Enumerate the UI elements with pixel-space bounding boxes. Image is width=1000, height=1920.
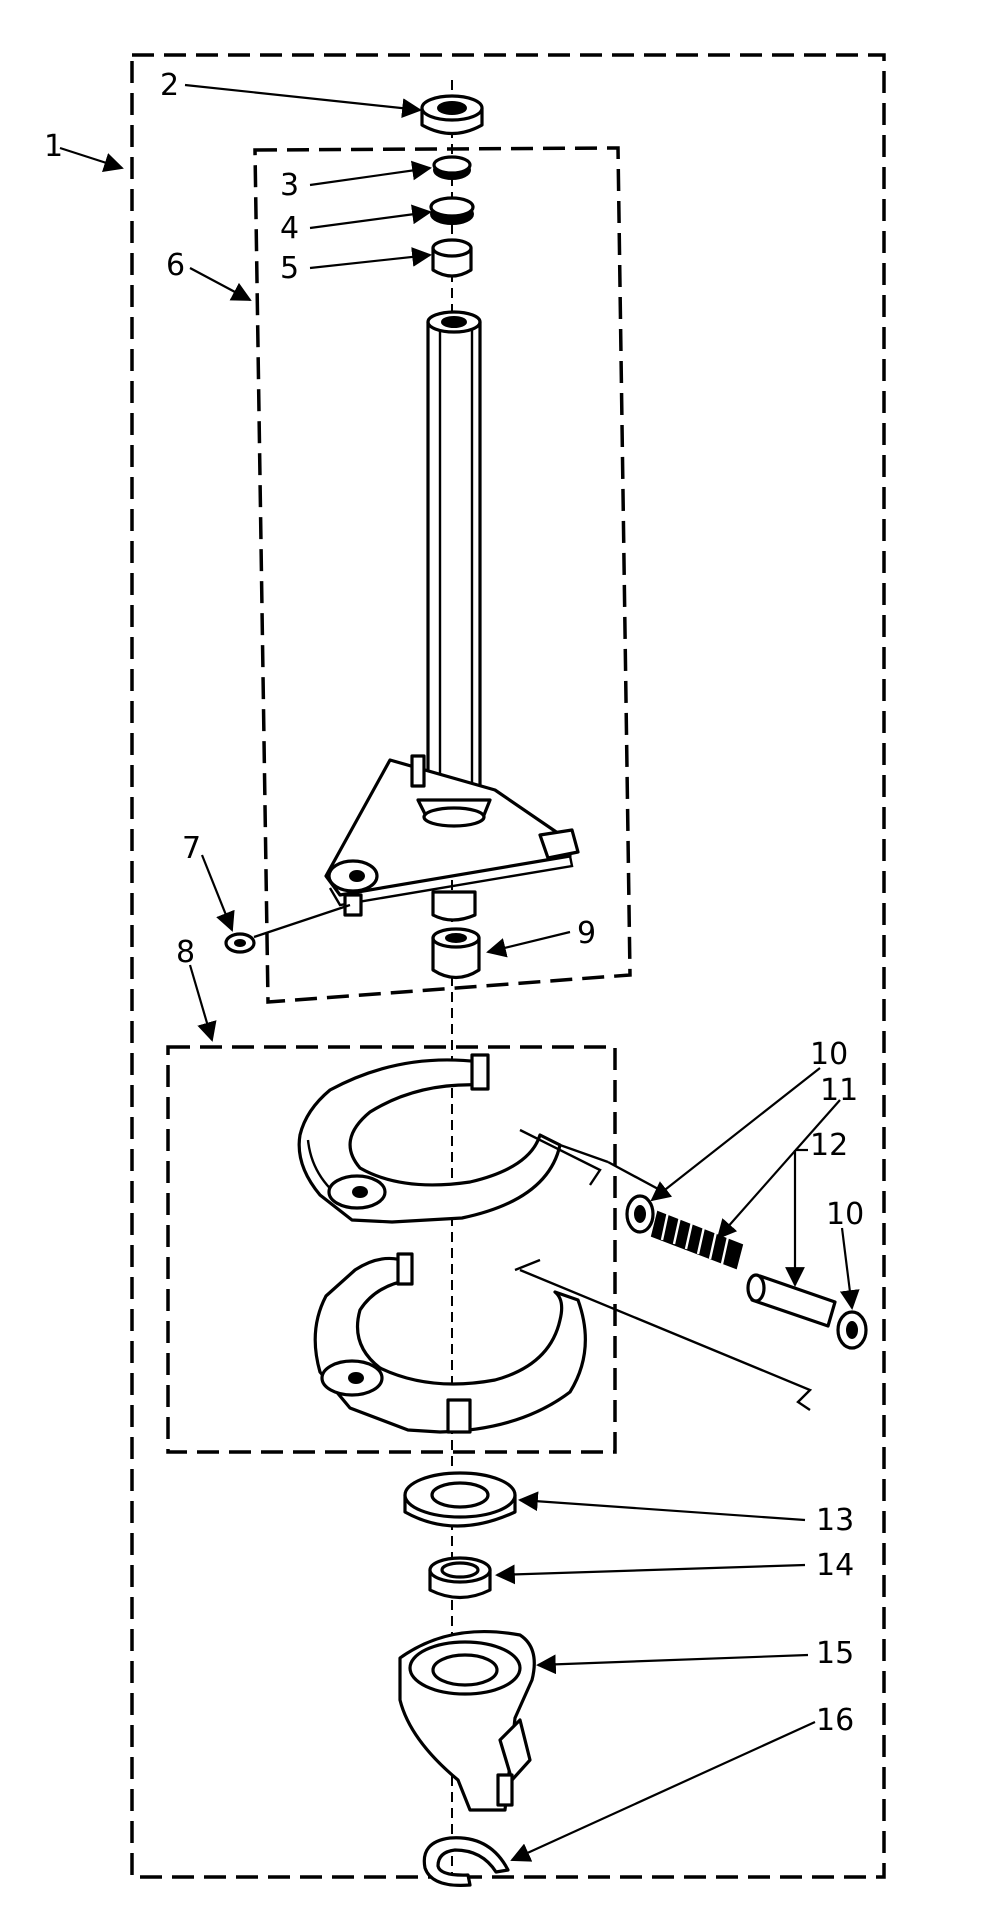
drive-shaft-tube xyxy=(426,310,482,819)
brake-shoe-lower xyxy=(313,1252,813,1434)
callout-10-bottom: 10 xyxy=(826,1197,864,1232)
spring-pin-assembly xyxy=(559,1143,868,1350)
part-13-flange xyxy=(403,1471,517,1528)
callout-14: 14 xyxy=(816,1548,854,1583)
callout-5: 5 xyxy=(280,251,299,286)
part-3-washer xyxy=(432,155,472,180)
part-2-cap-nut xyxy=(420,94,484,135)
part-7-small-washer xyxy=(224,903,351,954)
callout-10-top: 10 xyxy=(810,1037,848,1072)
part-9-bushing xyxy=(431,927,481,980)
callout-8: 8 xyxy=(176,935,195,970)
callout-1: 1 xyxy=(44,129,63,164)
callout-3: 3 xyxy=(280,168,299,203)
callout-11: 11 xyxy=(820,1073,858,1108)
part-15-housing xyxy=(398,1629,536,1812)
subassembly-boundary-8 xyxy=(166,1045,617,1454)
part-14-ring xyxy=(428,1556,492,1600)
part-16-retaining-ring xyxy=(422,1836,510,1887)
callout-6: 6 xyxy=(166,248,185,283)
subassembly-boundary-6 xyxy=(253,146,632,1004)
callout-13: 13 xyxy=(816,1503,854,1538)
callout-4: 4 xyxy=(280,211,299,246)
bracket-plate xyxy=(324,754,580,922)
brake-shoe-upper xyxy=(297,1053,602,1224)
part-4-seal xyxy=(429,196,475,225)
callout-7: 7 xyxy=(182,831,201,866)
leader-lines xyxy=(59,83,860,1862)
callout-15: 15 xyxy=(816,1636,854,1671)
callout-12: 12 xyxy=(810,1128,848,1163)
assembly-boundary-outer xyxy=(130,53,886,1879)
part-11-spring xyxy=(650,1210,744,1270)
callout-16: 16 xyxy=(816,1703,854,1738)
part-5-bushing xyxy=(431,238,473,278)
callout-9: 9 xyxy=(577,916,596,951)
callout-2: 2 xyxy=(160,68,179,103)
